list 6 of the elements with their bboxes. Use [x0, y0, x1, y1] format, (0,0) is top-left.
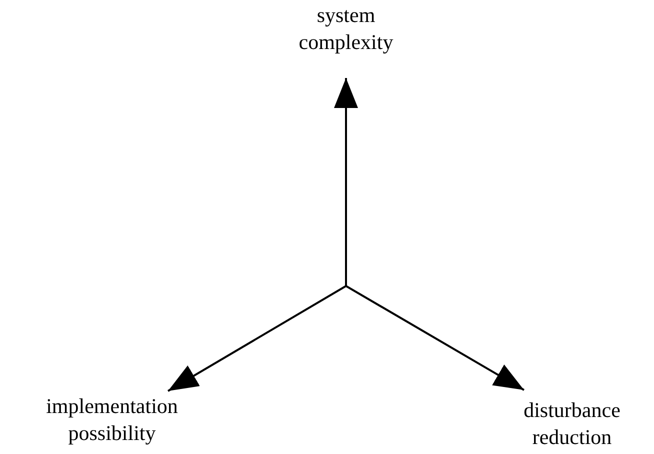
axis-label: system complexity — [276, 2, 416, 56]
arrow — [334, 78, 358, 286]
arrow — [168, 285, 346, 392]
axis-label: disturbance reduction — [490, 397, 654, 451]
arrow — [346, 285, 524, 391]
axis-label: implementation possibility — [2, 393, 222, 447]
